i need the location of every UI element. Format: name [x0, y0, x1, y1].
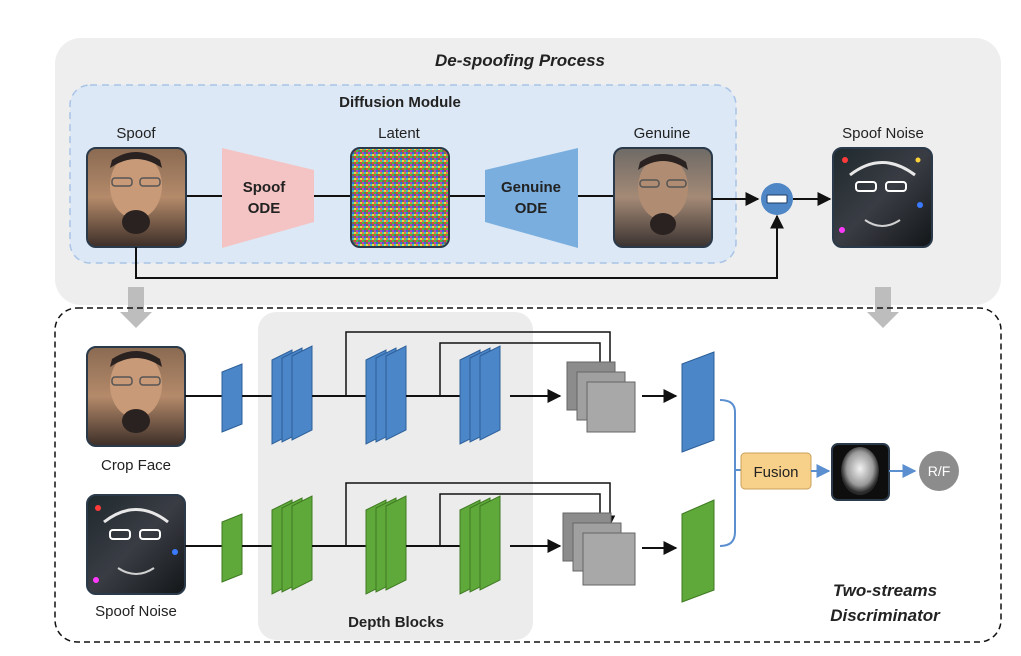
green-stem-block — [221, 513, 243, 583]
fusion-bracket — [719, 399, 736, 547]
discriminator-panel — [54, 307, 1002, 643]
genuine-ode-line2: ODE — [515, 200, 548, 217]
crop-face-label: Crop Face — [101, 457, 171, 474]
genuine-ode-block: Genuine ODE — [485, 148, 578, 248]
green-depth-block-1 — [271, 495, 313, 595]
blue-depth-block-2 — [365, 345, 407, 445]
spoof-noise-top-label: Spoof Noise — [842, 125, 924, 142]
spoof-label: Spoof — [116, 125, 156, 142]
green-depth-block-2 — [365, 495, 407, 595]
green-stream — [185, 482, 715, 603]
blue-output-block — [681, 351, 715, 453]
blue-stem-block — [221, 363, 243, 433]
fusion-label: Fusion — [753, 464, 798, 481]
latent-label: Latent — [378, 125, 421, 142]
latent-noise-image — [350, 147, 450, 248]
down-arrow-left — [120, 287, 152, 328]
blue-depth-block-3 — [459, 345, 501, 445]
genuine-label: Genuine — [634, 125, 691, 142]
discriminator-title-line1: Two-streams — [833, 581, 937, 600]
spoof-ode-line1: Spoof — [243, 179, 286, 196]
blue-feature-stack — [566, 361, 636, 433]
genuine-face-image — [613, 147, 713, 248]
spoof-noise-bottom-label: Spoof Noise — [95, 603, 177, 620]
depth-blocks-label: Depth Blocks — [348, 614, 444, 631]
output-label: R/F — [928, 463, 951, 479]
diffusion-module-title: Diffusion Module — [339, 94, 461, 111]
de-spoofing-title: De-spoofing Process — [435, 51, 605, 70]
subtract-operator — [761, 183, 793, 215]
spoof-face-image — [86, 147, 187, 248]
diffusion-module: Diffusion Module Spoof Latent Genuine Sp… — [69, 84, 737, 264]
spoof-ode-line2: ODE — [248, 200, 281, 217]
green-depth-block-3 — [459, 495, 501, 595]
green-feature-stack — [562, 512, 636, 586]
spoof-noise-top-image — [832, 147, 933, 248]
green-output-block — [681, 499, 715, 603]
depth-map-image — [831, 443, 890, 501]
fusion-block: Fusion — [740, 452, 812, 490]
discriminator-title-line2: Discriminator — [830, 606, 941, 625]
spoof-noise-bottom-image — [86, 494, 186, 595]
blue-stream — [185, 331, 715, 453]
spoof-ode-block: Spoof ODE — [222, 148, 314, 248]
genuine-ode-line1: Genuine — [501, 179, 561, 196]
crop-face-image — [86, 346, 186, 447]
real-fake-output: R/F — [919, 451, 959, 491]
blue-depth-block-1 — [271, 345, 313, 445]
